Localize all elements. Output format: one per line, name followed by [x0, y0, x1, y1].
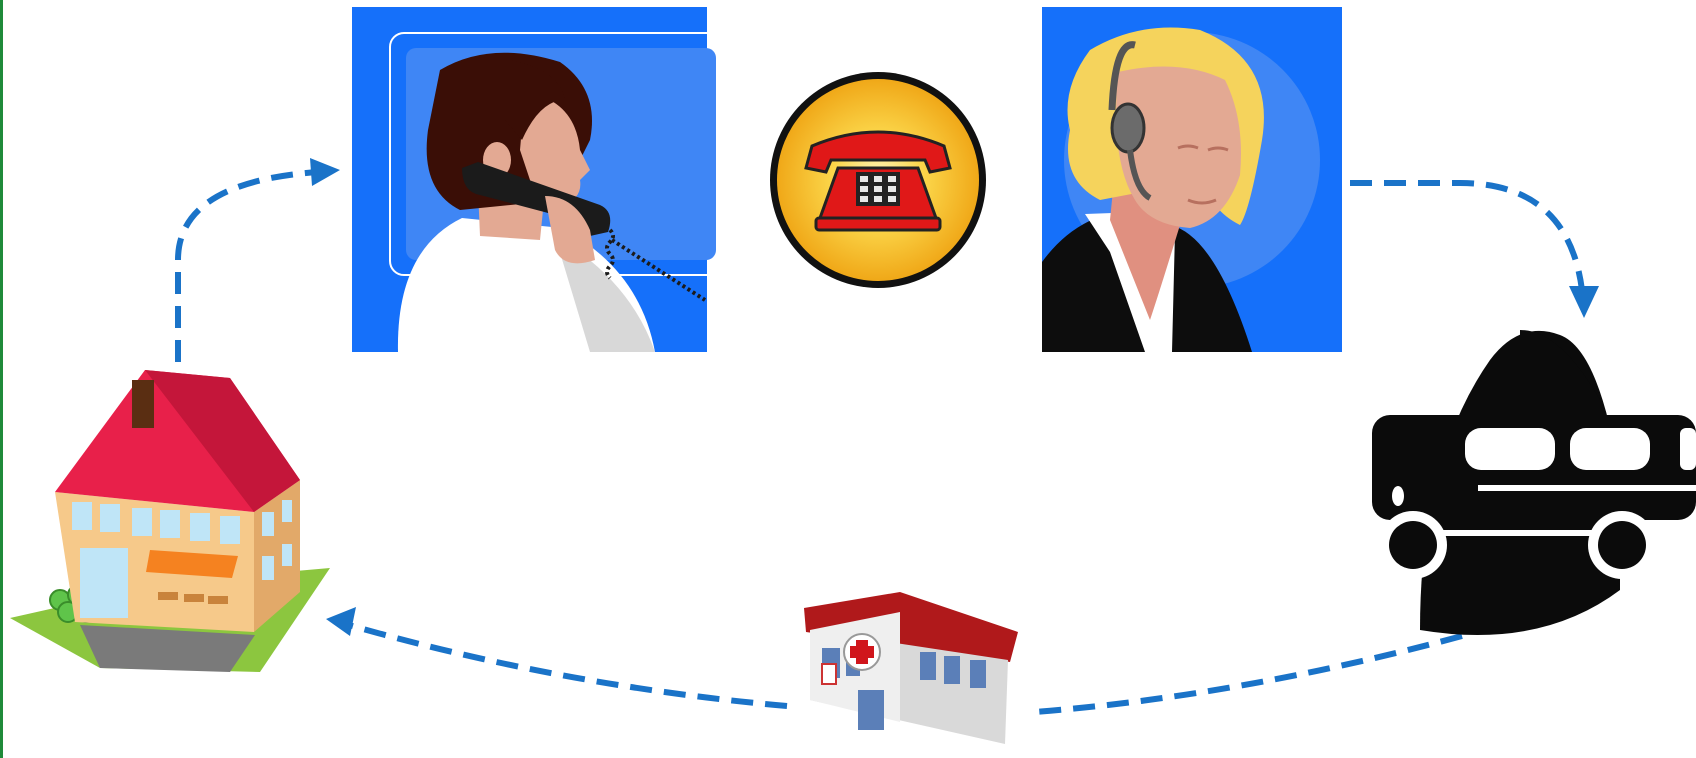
caller-panel — [352, 7, 730, 352]
car-icon — [1372, 330, 1696, 635]
telephone-badge — [770, 72, 986, 288]
arrowhead-to-vehicle — [1569, 286, 1599, 318]
arrowhead-to-caller — [310, 158, 340, 186]
arrow-hospital-to-store — [342, 623, 787, 706]
arrowhead-to-store — [326, 607, 356, 636]
hospital-building-icon — [804, 592, 1018, 744]
operator-panel — [1042, 7, 1342, 352]
shop-building-icon — [10, 370, 330, 672]
arrow-vehicle-to-hospital — [1035, 636, 1462, 712]
arrow-store-to-caller — [178, 172, 318, 362]
arrow-operator-to-vehicle — [1350, 183, 1582, 290]
